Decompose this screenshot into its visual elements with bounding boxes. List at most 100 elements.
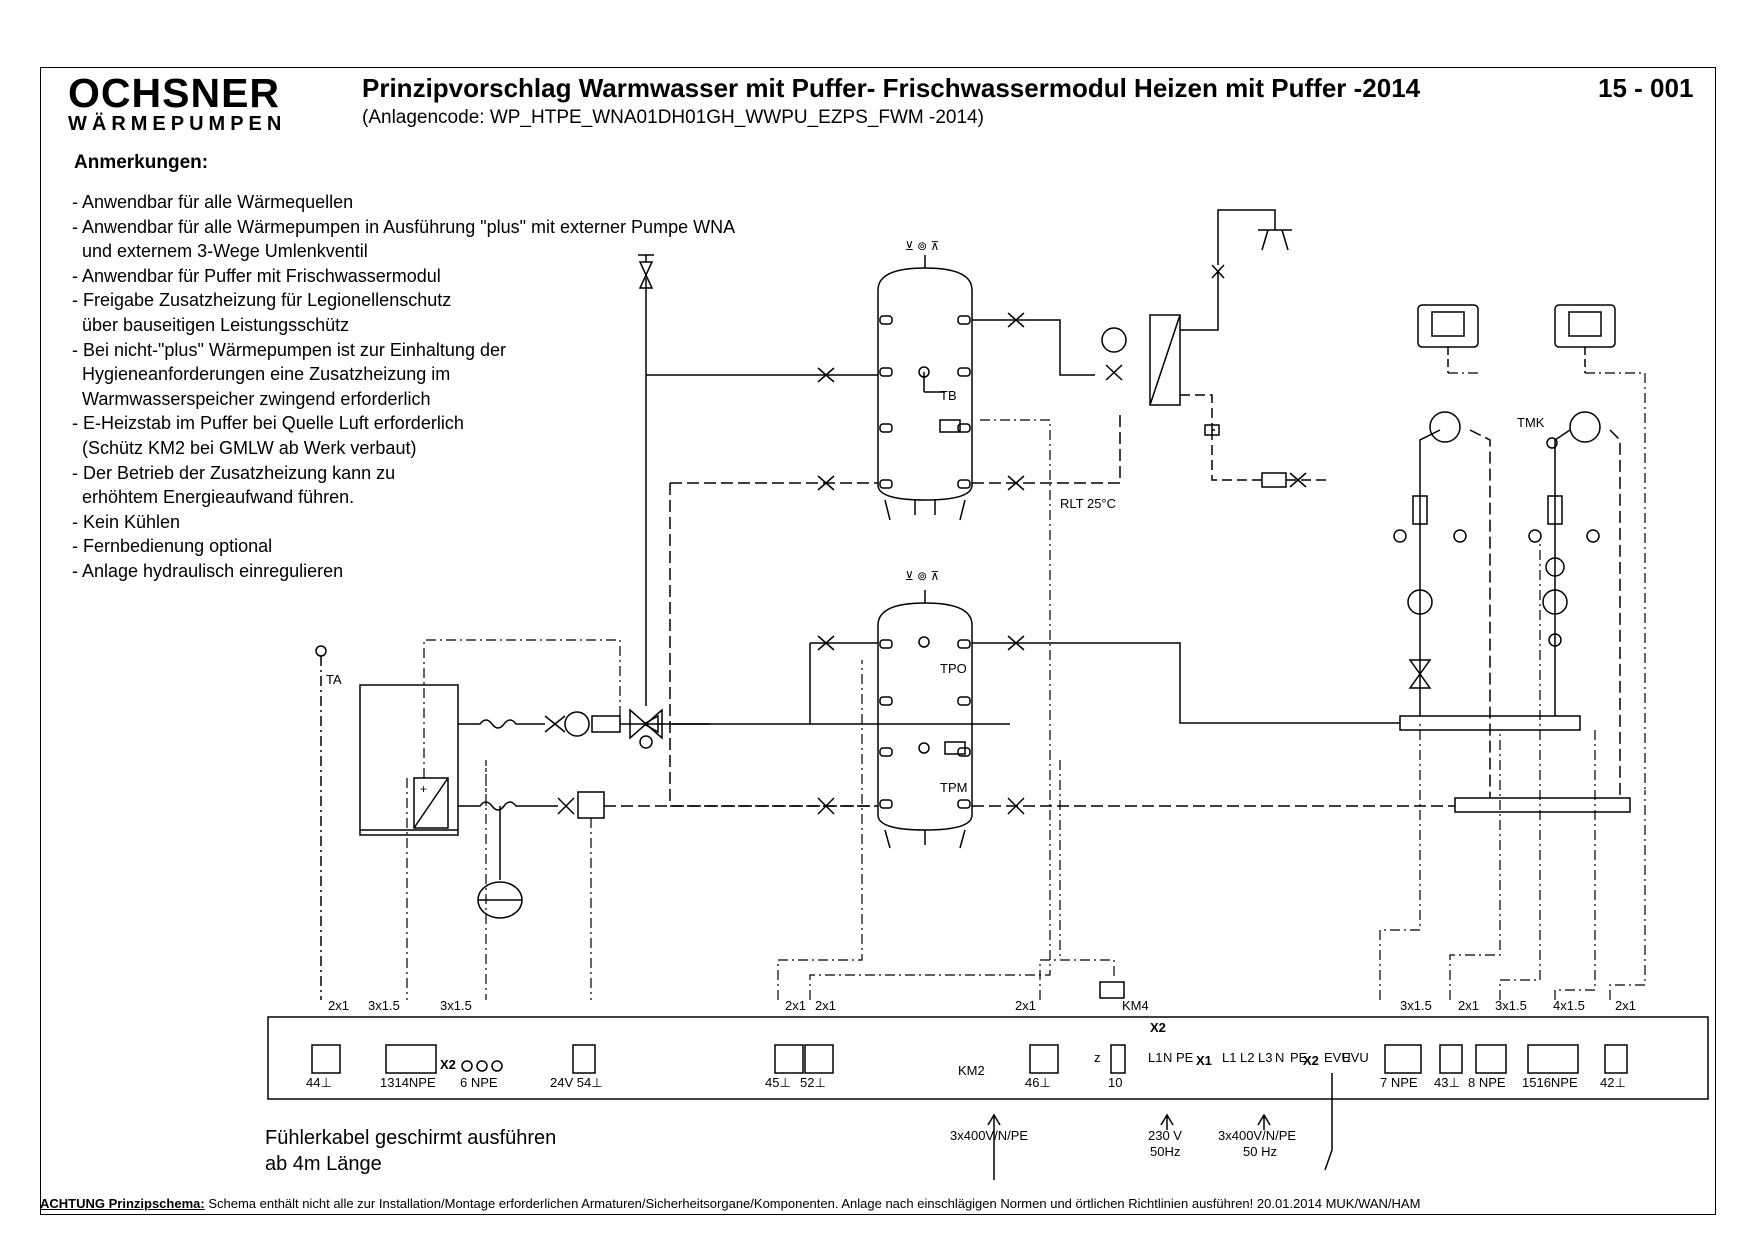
control-cables xyxy=(406,372,1646,1000)
terminal-43: 43⊥ xyxy=(1434,1075,1460,1090)
shielded-cable-note: Fühlerkabel geschirmt ausführen ab 4m Lä… xyxy=(265,1125,556,1177)
cable-46: 2x1 xyxy=(1015,998,1036,1013)
footer-text: Schema enthält nicht alle zur Installati… xyxy=(204,1196,1421,1211)
note-line: - Fernbedienung optional xyxy=(72,536,273,557)
cable-52: 2x1 xyxy=(815,998,836,1013)
footer-label: ACHTUNG Prinzipschema: xyxy=(40,1196,205,1211)
cable-1516: 4x1.5 xyxy=(1553,998,1585,1013)
terminal-blocks xyxy=(311,981,1628,1074)
terminal-pe: PE xyxy=(1176,1050,1194,1065)
note-line: Warmwasserspeicher zwingend erforderlich xyxy=(72,388,431,409)
terminal-x2-c: X2 xyxy=(1303,1053,1319,1068)
cable-1314: 3x1.5 xyxy=(368,998,400,1013)
supply-3x400-a: 3x400V/N/PE xyxy=(950,1128,1028,1143)
terminal-6: 6 NPE xyxy=(460,1075,498,1090)
note-line: Hygieneanforderungen eine Zusatzheizung … xyxy=(72,364,451,385)
cable-43: 2x1 xyxy=(1458,998,1479,1013)
terminal-evu-2: EVU xyxy=(1342,1050,1369,1065)
label-rlt: RLT 25°C xyxy=(1060,496,1116,511)
terminal-44: 44⊥ xyxy=(306,1075,332,1090)
upper-tank-ports xyxy=(879,315,971,489)
terminal-7: 7 NPE xyxy=(1380,1075,1418,1090)
notes-heading: Anmerkungen: xyxy=(74,152,209,173)
note-line: - Anlage hydraulisch einregulieren xyxy=(72,560,344,581)
cable-7: 3x1.5 xyxy=(1400,998,1432,1013)
note-line: - Der Betrieb der Zusatzheizung kann zu xyxy=(72,462,396,483)
terminal-x1-n: N xyxy=(1275,1050,1284,1065)
label-km4: KM4 xyxy=(1122,998,1149,1013)
note-line: - Anwendbar für alle Wärmequellen xyxy=(72,192,354,212)
system-code: (Anlagencode: WP_HTPE_WNA01DH01GH_WWPU_E… xyxy=(362,107,984,128)
terminal-10: 10 xyxy=(1108,1075,1122,1090)
note-line: (Schütz KM2 bei GMLW ab Werk verbaut) xyxy=(72,437,417,458)
note-line: - E-Heizstab im Puffer bei Quelle Luft e… xyxy=(72,413,464,434)
logo-subtitle: WÄRMEPUMPEN xyxy=(68,113,287,135)
heat-pump-unit: + xyxy=(359,684,459,836)
supply-3x400-b: 3x400V/N/PE xyxy=(1218,1128,1296,1143)
label-ta: TA xyxy=(326,672,342,687)
svg-text:⊻ ⊚ ⊼: ⊻ ⊚ ⊼ xyxy=(905,239,939,253)
label-km2: KM2 xyxy=(958,1063,985,1078)
remote-control-1 xyxy=(1417,304,1479,373)
terminal-46: 46⊥ xyxy=(1025,1075,1051,1090)
terminal-52: 52⊥ xyxy=(800,1075,826,1090)
lower-buffer-tank: ⊻ ⊚ ⊼ xyxy=(877,569,973,849)
supply-50hz-b: 50 Hz xyxy=(1243,1144,1277,1159)
expansion-vessel xyxy=(477,806,523,919)
terminal-x2-b: X2 xyxy=(1150,1020,1166,1035)
terminal-24v-54: 24V 54⊥ xyxy=(550,1075,603,1090)
supply-50hz-a: 50Hz xyxy=(1150,1144,1180,1159)
note-line: und externem 3-Wege Umlenkventil xyxy=(72,241,368,262)
terminal-1314: 1314NPE xyxy=(380,1075,436,1090)
terminal-1516: 1516NPE xyxy=(1522,1075,1578,1090)
supply-feeds xyxy=(987,1073,1333,1180)
lower-tank-piping xyxy=(670,635,1455,815)
three-way-valve xyxy=(629,254,663,749)
note-line: - Anwendbar für Puffer mit Frischwasserm… xyxy=(72,265,441,286)
terminal-x1-l1: L1 xyxy=(1222,1050,1236,1065)
shield-note-line-2: ab 4m Länge xyxy=(265,1153,382,1175)
note-line: - Kein Kühlen xyxy=(72,511,181,532)
footer-warning: ACHTUNG Prinzipschema: Schema enthält ni… xyxy=(40,1196,1716,1211)
terminal-8: 8 NPE xyxy=(1468,1075,1506,1090)
terminal-z: z xyxy=(1094,1050,1101,1065)
label-tpm: TPM xyxy=(940,780,967,795)
terminal-x1-pe: PE xyxy=(1290,1050,1308,1065)
label-tmk: TMK xyxy=(1517,415,1545,430)
remote-control-2 xyxy=(1554,304,1616,373)
note-line: erhöhtem Energieaufwand führen. xyxy=(72,487,355,508)
document-number: 15 - 001 xyxy=(1598,73,1694,103)
notes-list: - Anwendbar für alle Wärmequellen - Anwe… xyxy=(72,190,872,584)
svg-text:⊻ ⊚ ⊼: ⊻ ⊚ ⊼ xyxy=(905,569,939,583)
cable-6: 3x1.5 xyxy=(440,998,472,1013)
page-title: Prinzipvorschlag Warmwasser mit Puffer- … xyxy=(362,73,1421,103)
terminal-x1-l3: L3 xyxy=(1258,1050,1272,1065)
label-tb: TB xyxy=(940,388,957,403)
terminal-box xyxy=(267,1016,1709,1100)
upper-tank-piping xyxy=(646,312,1121,806)
note-line: - Anwendbar für alle Wärmepumpen in Ausf… xyxy=(72,216,736,237)
cable-44: 2x1 xyxy=(328,998,349,1013)
shield-note-line-1: Fühlerkabel geschirmt ausführen xyxy=(265,1127,557,1149)
svg-text:+: + xyxy=(420,782,427,796)
terminal-42: 42⊥ xyxy=(1600,1075,1626,1090)
terminal-45: 45⊥ xyxy=(765,1075,791,1090)
terminal-x2-a: X2 xyxy=(440,1057,456,1072)
fresh-water-module xyxy=(1101,209,1330,488)
outdoor-sensor-ta xyxy=(315,645,327,1000)
heating-circuit-2 xyxy=(1528,411,1621,798)
cable-42: 2x1 xyxy=(1615,998,1636,1013)
supply-230v: 230 V xyxy=(1148,1128,1182,1143)
cable-45: 2x1 xyxy=(785,998,806,1013)
heating-circuit-1 xyxy=(1393,411,1491,798)
logo-ochsner: OCHSNER xyxy=(68,70,281,116)
note-line: über bauseitigen Leistungsschütz xyxy=(72,314,350,335)
terminal-evu-1: EVU xyxy=(1324,1050,1351,1065)
cable-8: 3x1.5 xyxy=(1495,998,1527,1013)
terminal-l1: L1 xyxy=(1148,1050,1162,1065)
heat-pump-pipes xyxy=(458,711,1010,819)
upper-buffer-tank: ⊻ ⊚ ⊼ xyxy=(877,239,973,521)
note-line: - Bei nicht-"plus" Wärmepumpen ist zur E… xyxy=(72,339,506,360)
terminal-x1: X1 xyxy=(1196,1053,1212,1068)
